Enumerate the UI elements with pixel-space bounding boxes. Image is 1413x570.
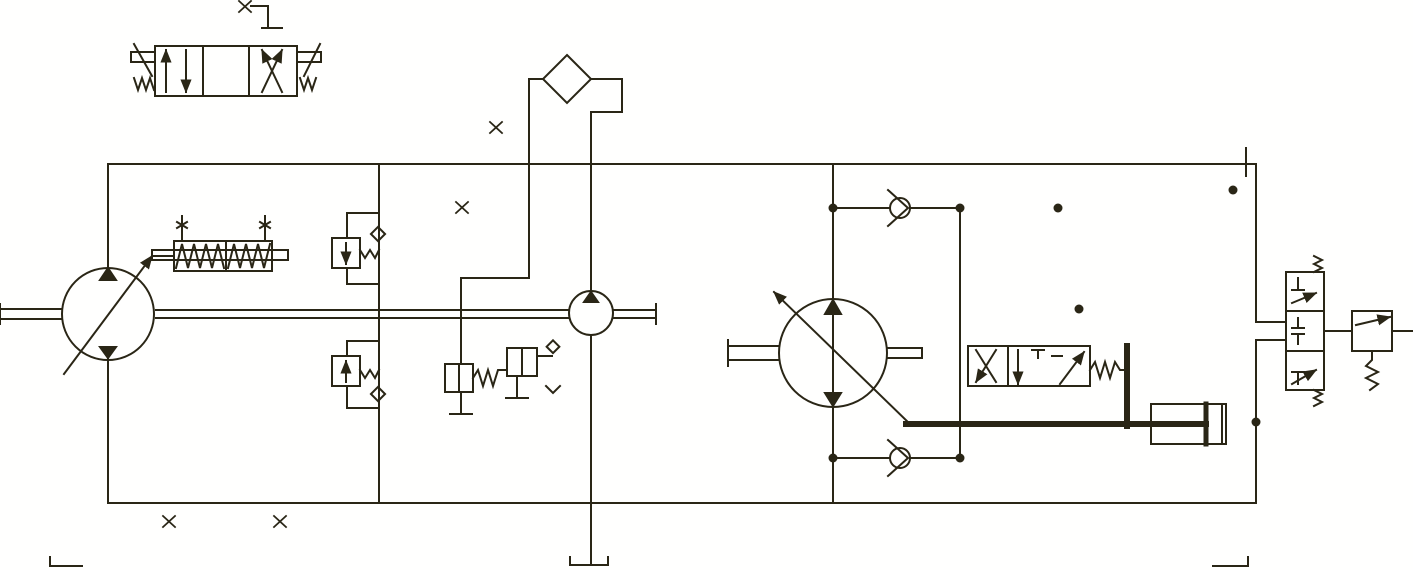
relief-valve-lower — [332, 341, 385, 408]
servo-cylinder — [906, 346, 1226, 444]
relief-valve-upper — [332, 213, 385, 284]
variable-displacement-motor — [728, 292, 922, 424]
tank-symbols — [50, 557, 1248, 566]
charge-pump — [569, 291, 613, 565]
variable-displacement-pump — [62, 256, 174, 374]
main-circuit-lines — [0, 79, 1286, 565]
junction-dots — [828, 185, 1261, 463]
plug-marks — [163, 1, 502, 527]
low-pressure-relief-valve — [1352, 311, 1413, 390]
filter — [543, 55, 591, 103]
motor-control-valve — [968, 346, 1127, 386]
check-valve-upper — [833, 190, 960, 458]
charge-relief-valve — [445, 340, 560, 414]
check-valve-lower — [833, 440, 960, 476]
directional-valve — [131, 6, 321, 96]
servo-spring-cylinder — [152, 216, 288, 271]
shuttle-valve — [1286, 256, 1352, 406]
